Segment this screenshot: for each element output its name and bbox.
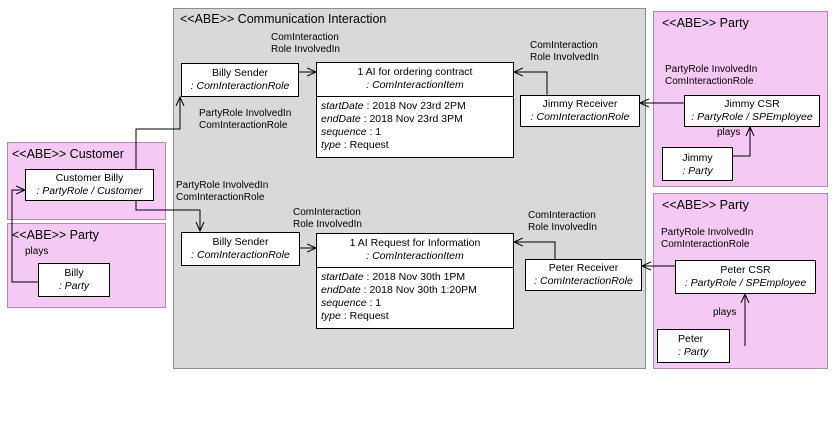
label-partyrole-billy-top: PartyRole InvolvedIn ComInteractionRole [199, 108, 292, 131]
element-name: Jimmy CSR [724, 98, 780, 110]
attr-end-date: endDate : 2018 Nov 30th 1:20PM [321, 284, 477, 296]
element-type: : ComInteractionItem [366, 79, 464, 91]
element-name: Billy [64, 267, 84, 279]
element-name: Customer Billy [55, 172, 124, 184]
element-type: : ComInteractionRole [191, 249, 290, 261]
attr-type: type : Request [321, 139, 389, 151]
label-partyrole-jimmy: PartyRole InvolvedIn ComInteractionRole [665, 64, 758, 87]
label-plays-peter: plays [713, 307, 737, 318]
element-type: : ComInteractionItem [366, 250, 464, 262]
package-title: <<ABE>> Party [12, 228, 99, 242]
connector-jimmy-receiver-to-ai-contract [514, 72, 548, 97]
billy-sender-top[interactable]: Billy Sender : ComInteractionRole [181, 63, 299, 97]
element-name: Billy Sender [211, 67, 269, 79]
element-type: : PartyRole / Customer [36, 185, 143, 197]
package-title: <<ABE>> Party [662, 198, 749, 212]
element-name: Jimmy [682, 152, 713, 164]
attr-start-date: startDate : 2018 Nov 23rd 2PM [321, 100, 466, 112]
attr-type: type : Request [321, 310, 389, 322]
attr-end-date: endDate : 2018 Nov 23rd 3PM [321, 113, 463, 125]
element-name: Peter [678, 333, 704, 345]
peter-receiver[interactable]: Peter Receiver : ComInteractionRole [525, 259, 642, 291]
label-plays-jimmy: plays [717, 127, 741, 138]
label-cominteraction-role-top-left: ComInteraction Role InvolvedIn [271, 32, 340, 55]
attr-start-date: startDate : 2018 Nov 30th 1PM [321, 271, 466, 283]
label-cominteraction-role-top-right: ComInteraction Role InvolvedIn [530, 40, 599, 63]
element-type: : ComInteractionRole [530, 111, 630, 123]
element-type: : PartyRole / SPEmployee [691, 111, 813, 123]
package-title: <<ABE>> Party [662, 16, 749, 30]
jimmy-receiver[interactable]: Jimmy Receiver : ComInteractionRole [520, 95, 640, 127]
element-type: : Party [678, 346, 709, 358]
label-partyrole-billy-bottom: PartyRole InvolvedIn ComInteractionRole [176, 180, 269, 203]
jimmy-csr[interactable]: Jimmy CSR : PartyRole / SPEmployee [684, 95, 820, 127]
jimmy-party[interactable]: Jimmy : Party [662, 147, 733, 181]
connector-customer-billy-to-billy-sender-bottom [135, 200, 200, 231]
element-name: 1 AI for ordering contract [357, 66, 473, 78]
package-title: <<ABE>> Communication Interaction [180, 12, 387, 26]
ai-request-for-information[interactable]: 1 AI Request for Information : ComIntera… [316, 233, 514, 329]
package-title: <<ABE>> Customer [12, 147, 124, 161]
element-name: Jimmy Receiver [542, 98, 618, 110]
billy-party[interactable]: Billy : Party [38, 263, 110, 297]
label-plays-billy: plays [25, 246, 49, 257]
attr-sequence: sequence : 1 [321, 297, 382, 309]
element-name: Billy Sender [212, 236, 269, 248]
element-type: : Party [682, 165, 713, 177]
label-cominteraction-role-bottom-right: ComInteraction Role InvolvedIn [528, 210, 597, 233]
element-type: : Party [58, 280, 90, 292]
connector-peter-receiver-to-ai-info [514, 242, 556, 260]
billy-sender-bottom[interactable]: Billy Sender : ComInteractionRole [181, 232, 300, 266]
connector-jimmy-plays-jimmy-csr [733, 127, 750, 157]
customer-billy[interactable]: Customer Billy : PartyRole / Customer [25, 169, 154, 201]
element-name: Peter CSR [720, 264, 771, 276]
element-type: : ComInteractionRole [534, 275, 633, 287]
peter-csr[interactable]: Peter CSR : PartyRole / SPEmployee [675, 260, 816, 294]
connector-billy-plays-customer-billy [11, 190, 38, 283]
element-type: : ComInteractionRole [190, 80, 290, 92]
element-type: : PartyRole / SPEmployee [684, 277, 807, 289]
attr-sequence: sequence : 1 [321, 126, 382, 138]
ai-ordering-contract[interactable]: 1 AI for ordering contract : ComInteract… [316, 62, 514, 158]
element-name: Peter Receiver [548, 262, 619, 274]
connector-customer-billy-to-billy-sender-top [135, 97, 180, 170]
element-name: 1 AI Request for Information [349, 237, 481, 249]
peter-party[interactable]: Peter : Party [657, 329, 730, 363]
label-partyrole-peter: PartyRole InvolvedIn ComInteractionRole [661, 227, 754, 250]
label-cominteraction-role-bottom-left: ComInteraction Role InvolvedIn [293, 207, 362, 230]
